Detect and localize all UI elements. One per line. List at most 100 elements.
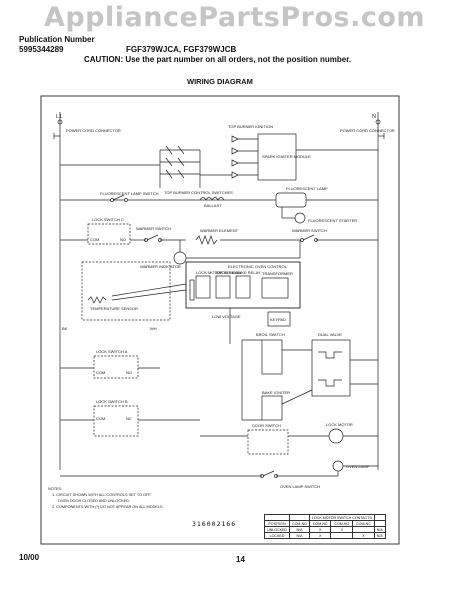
wire-color-wh: WH bbox=[150, 326, 157, 331]
lock-switch-a-label: LOCK SWITCH A bbox=[96, 349, 128, 354]
broil-relay bbox=[215, 275, 231, 299]
spark-module-label: SPARK IGNITER MODULE bbox=[262, 154, 311, 159]
broil-relay-label: BROIL RELAY bbox=[216, 270, 242, 275]
fluorescent-lamp-label: FLUORESCENT LAMP bbox=[286, 186, 328, 191]
bake-relay bbox=[235, 275, 251, 299]
note-1: 1. CIRCUIT SHOWN WITH ALL CONTROLS SET T… bbox=[52, 493, 152, 497]
lock-switch-a-no: NO bbox=[126, 370, 132, 375]
top-burner-switch-bank bbox=[159, 145, 201, 188]
diagram-title: WIRING DIAGRAM bbox=[187, 77, 253, 86]
n-terminal bbox=[375, 119, 381, 125]
sensor-harness-box bbox=[81, 261, 171, 321]
ground-symbol-right bbox=[378, 133, 385, 139]
warmer-switch bbox=[144, 234, 162, 242]
table-cell: LOCKED bbox=[264, 532, 290, 539]
power-cord-left-label: POWER CORD CONNECTOR bbox=[66, 128, 121, 133]
bake-valve-coil bbox=[318, 379, 342, 387]
lock-switch-c-com: COM bbox=[90, 237, 99, 242]
table-cell: N/A bbox=[373, 532, 386, 539]
bake-relay-label: BAKE RELAY bbox=[236, 270, 261, 275]
warmer-element bbox=[195, 235, 218, 245]
power-cord-right-label: POWER CORD CONNECTOR bbox=[340, 128, 395, 133]
door-switch-box bbox=[247, 429, 289, 455]
top-burner-switches-label: TOP BURNER CONTROL SWITCHES bbox=[164, 190, 233, 195]
lock-switch-a-com: COM bbox=[96, 370, 105, 375]
lock-switch-b-label: LOCK SWITCH B bbox=[96, 399, 128, 404]
wire-color-bk-left: BK bbox=[62, 326, 68, 331]
eoc-label: ELECTRONIC OVEN CONTROL bbox=[228, 264, 288, 269]
lock-motor-relay-label: LOCK MOTOR RELAY bbox=[196, 270, 237, 275]
bake-igniter-label: BAKE IGNITER bbox=[262, 390, 290, 395]
n-label: N bbox=[372, 114, 376, 120]
table-cell bbox=[330, 532, 354, 539]
warmer-indicator-lamp bbox=[173, 251, 187, 265]
diagram-part-number: 316002166 bbox=[192, 520, 237, 528]
fluorescent-lamp-switch bbox=[110, 194, 128, 202]
fluorescent-starter bbox=[294, 212, 306, 224]
eoc-box bbox=[185, 261, 301, 309]
page-number: 14 bbox=[236, 555, 245, 564]
lock-motor-relay bbox=[195, 275, 211, 299]
oven-lamp-switch bbox=[260, 470, 278, 478]
publication-label: Publication Number bbox=[19, 35, 95, 44]
temperature-sensor-label: TEMPERATURE SENSOR bbox=[90, 306, 138, 311]
table-cell: X bbox=[308, 532, 332, 539]
lock-motor bbox=[328, 428, 344, 444]
l1-label: L1 bbox=[56, 114, 62, 120]
warmer-switch-right-label: WARMER SWITCH bbox=[292, 228, 327, 233]
broil-igniter bbox=[261, 339, 283, 375]
warmer-switch-right bbox=[300, 234, 318, 242]
door-switch-label: DOOR SWITCH bbox=[252, 423, 281, 428]
lock-switch-b-com: COM bbox=[96, 416, 105, 421]
l1-terminal bbox=[57, 119, 63, 125]
publication-number: 5995344289 bbox=[19, 45, 64, 54]
caution-note: CAUTION: Use the part number on all orde… bbox=[84, 55, 352, 64]
transformer-label: TRANSFORMER bbox=[262, 271, 293, 276]
transformer bbox=[261, 277, 289, 299]
lock-switch-b-box bbox=[93, 405, 139, 437]
warmer-indicator-label: WARMER INDICATOR bbox=[140, 264, 181, 269]
spark-electrodes bbox=[231, 135, 258, 179]
lock-switch-a-box bbox=[93, 355, 139, 379]
dual-valve-box bbox=[311, 339, 351, 397]
table-cell: N/A bbox=[288, 532, 310, 539]
note-2: 2. COMPONENTS WITH (*) DO NOT APPEAR ON … bbox=[52, 505, 164, 509]
top-burner-ignition-label: TOP BURNER IGNITION bbox=[228, 124, 273, 129]
warmer-element-label: WARMER ELEMENT bbox=[200, 228, 239, 233]
table-cell: X bbox=[352, 532, 375, 539]
note-1b: OVEN DOOR CLOSED AND UNLOCKED. bbox=[58, 499, 130, 503]
fluorescent-lamp-switch-label: FLUORESCENT LAMP SWITCH bbox=[100, 191, 159, 196]
footer-date: 10/00 bbox=[19, 553, 40, 562]
oven-lamp-label: OVEN LAMP bbox=[346, 464, 370, 469]
ballast-coil bbox=[199, 197, 225, 201]
lock-switch-b-nc: NC bbox=[126, 416, 132, 421]
dual-valve-label: DUAL VALVE bbox=[318, 332, 342, 337]
lock-motor-switch-table: LOCK MOTOR SWITCH CONTACTS POSITION COM-… bbox=[264, 514, 386, 539]
low-voltage-label: LOW VOLTAGE bbox=[212, 314, 241, 319]
lock-switch-c-box bbox=[87, 223, 131, 245]
lock-motor-label: LOCK MOTOR bbox=[326, 422, 353, 427]
model-numbers: FGF379WJCA, FGF379WJCB bbox=[126, 45, 237, 54]
keypad-box bbox=[267, 311, 291, 327]
ground-symbol-left bbox=[53, 133, 60, 139]
diagram-frame bbox=[40, 95, 400, 545]
broil-switch-label: BROIL SWITCH bbox=[256, 332, 285, 337]
ballast-label: BALLAST bbox=[204, 203, 222, 208]
bake-igniter bbox=[261, 395, 283, 421]
spark-module-box bbox=[257, 133, 297, 181]
lock-switch-c-no: NO bbox=[120, 237, 126, 242]
table-row: POSITION COM-NO COM-NC COM-NO COM-NC bbox=[264, 520, 386, 527]
lock-switch-c-label: LOCK SWITCH C bbox=[92, 217, 124, 222]
notes-title: NOTES: bbox=[48, 487, 63, 491]
table-row: LOCKED N/A X X N/A bbox=[264, 532, 386, 539]
warmer-switch-label: WARMER SWITCH bbox=[136, 226, 171, 231]
fluorescent-lamp-tube bbox=[275, 192, 307, 208]
watermark-logo: AppliancePartsPros.com bbox=[43, 2, 426, 33]
oven-lamp bbox=[332, 460, 344, 472]
keypad-label: KEYPAD bbox=[270, 317, 286, 322]
oven-lamp-switch-label: OVEN LAMP SWITCH bbox=[280, 484, 320, 489]
temperature-sensor-element bbox=[87, 296, 107, 304]
eoc-connector bbox=[189, 279, 195, 301]
broil-valve-coil bbox=[318, 351, 342, 359]
